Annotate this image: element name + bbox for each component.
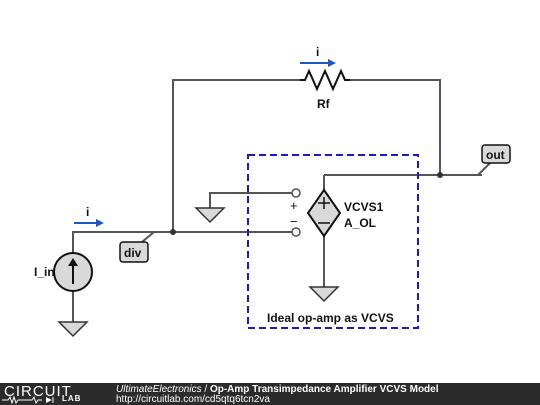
opamp-box-caption: Ideal op-amp as VCVS (267, 311, 394, 325)
current-arrow-top-head (328, 59, 336, 67)
plus-sign: + (290, 198, 298, 213)
node-tag-out: out (481, 144, 511, 164)
node-out-label: out (486, 148, 505, 162)
div-tag-lead (141, 231, 155, 243)
logo-text-lab: LAB (62, 394, 82, 403)
footer-title-line: UltimateElectronics / Op-Amp Transimpeda… (116, 384, 439, 395)
logo-text-circuit: CIRCUIT (4, 383, 72, 400)
node-div-label: div (124, 246, 142, 260)
source-label: I_in (34, 265, 55, 279)
footer-url-link[interactable]: http://circuitlab.com/cd5qtq6tcn2va (116, 394, 270, 405)
feedback-wire-right (350, 79, 441, 175)
footer-circuit-title: Op-Amp Transimpedance Amplifier VCVS Mod… (209, 384, 439, 395)
node-tag-div: div (119, 241, 149, 263)
opamp-dashed-box (247, 154, 419, 329)
ground-symbol-source (57, 321, 89, 338)
footer-bar: CIRCUIT LAB UltimateElectronics / Op-Amp… (0, 383, 540, 405)
resistor-rf (300, 68, 350, 92)
feedback-wire-left (172, 79, 300, 232)
ground-symbol-vcvs (308, 286, 340, 303)
circuit-schematic: + − Rf i i I_in VCVS1 A_OL div out Ideal… (34, 45, 511, 338)
minus-terminal (291, 227, 301, 237)
resistor-rf-label: Rf (317, 97, 331, 111)
junction-dot-div (170, 229, 176, 235)
out-tag-lead (477, 162, 491, 176)
vcvs-gain: A_OL (344, 216, 376, 230)
junction-dot-out (437, 172, 443, 178)
minus-sign: − (290, 214, 298, 229)
plus-terminal (291, 188, 301, 198)
vcvs-diamond (306, 188, 342, 238)
wires (72, 79, 491, 322)
footer-author[interactable]: UltimateElectronics (116, 384, 202, 395)
current-arrow-input-head (96, 219, 104, 227)
logo-waveform-icon (2, 396, 54, 404)
input-wire (72, 231, 292, 253)
current-source-arrow-head (68, 258, 78, 266)
footer-separator: / (201, 384, 210, 395)
vcvs-name: VCVS1 (344, 200, 384, 214)
ground-symbol-plus (194, 207, 226, 224)
plus-ground-wire (209, 192, 292, 208)
current-label-top: i (316, 45, 319, 59)
current-label-input: i (86, 205, 89, 219)
